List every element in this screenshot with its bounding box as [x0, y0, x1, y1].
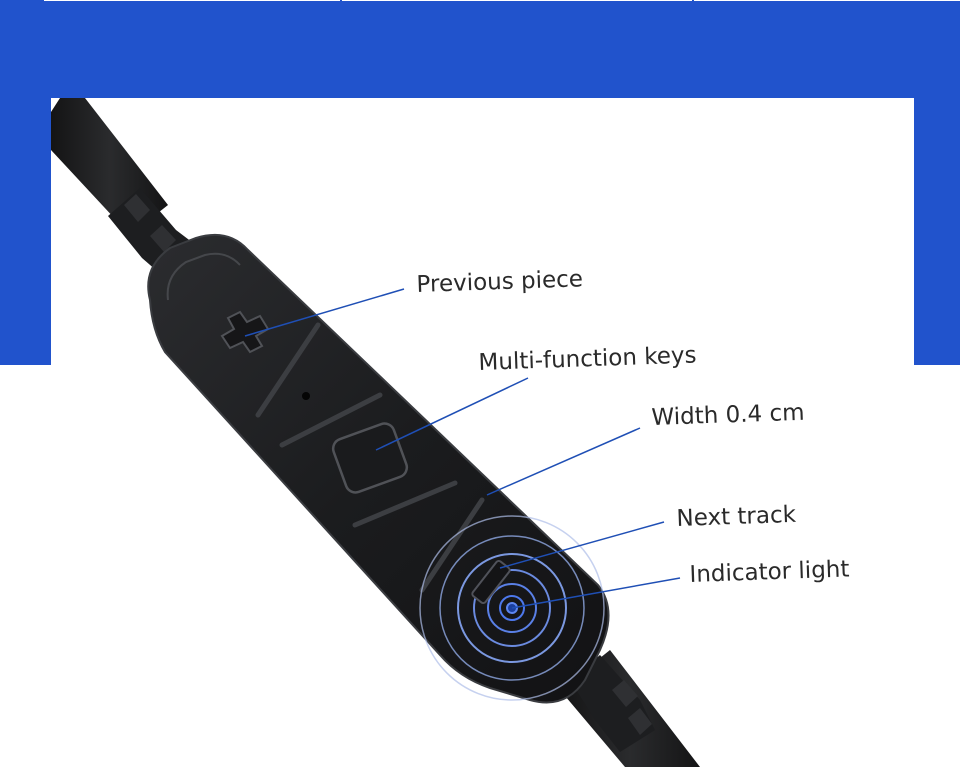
indicator-ripple-rings — [419, 515, 605, 701]
top-divider-right — [694, 0, 960, 1]
label-indicator-light: Indicator light — [689, 556, 850, 588]
multi-function-key-icon — [331, 422, 409, 494]
minus-icon — [471, 559, 511, 605]
lower-strain-relief — [570, 655, 655, 752]
microphone-hole — [302, 392, 310, 400]
top-divider-left — [44, 0, 340, 1]
label-width: Width 0.4 cm — [651, 399, 805, 431]
leader-lines — [244, 288, 681, 609]
label-next-track: Next track — [676, 501, 797, 532]
plus-icon — [220, 310, 270, 354]
button-ridges — [255, 322, 485, 593]
top-divider-middle — [342, 0, 692, 1]
